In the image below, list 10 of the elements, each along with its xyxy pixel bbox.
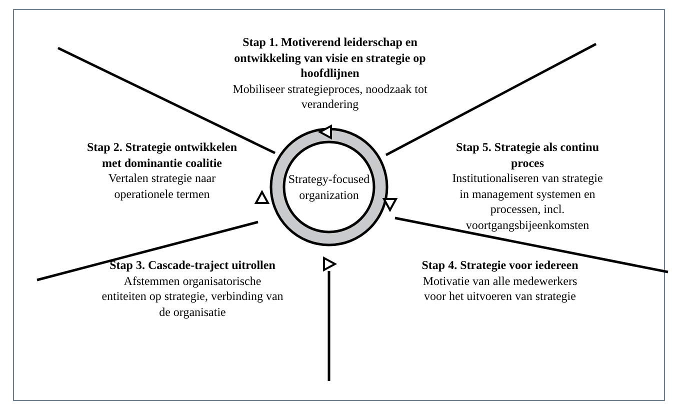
step-heading: Stap 2. Strategie ontwikkelen met dominantie coalitie xyxy=(86,140,238,171)
step-description: Motivatie van alle medewerkers voor het uitvoeren van strategie xyxy=(422,274,578,304)
step-description: Afstemmen organisatorische entiteiten op strategie, verbinding van de organisatie xyxy=(100,274,284,320)
step-description: Mobiliseer strategieproces, noodzaak tot verandering xyxy=(232,82,428,112)
step-heading: Stap 1. Motiverend leiderschap en ontwikkeling van visie en strategie op hoofdlijnen xyxy=(233,35,427,82)
step-heading: Stap 5. Strategie als continu proces xyxy=(454,140,600,171)
step-description: Institutionaliseren van strategie in management systemen en processen, incl. voortgangsbijeenkomsten xyxy=(451,171,604,233)
step-heading: Stap 3. Cascade-traject uitrollen xyxy=(108,258,276,274)
step-description: Vertalen strategie naar operationele termen xyxy=(107,171,217,202)
step-heading: Stap 4. Strategie voor iedereen xyxy=(420,258,580,274)
